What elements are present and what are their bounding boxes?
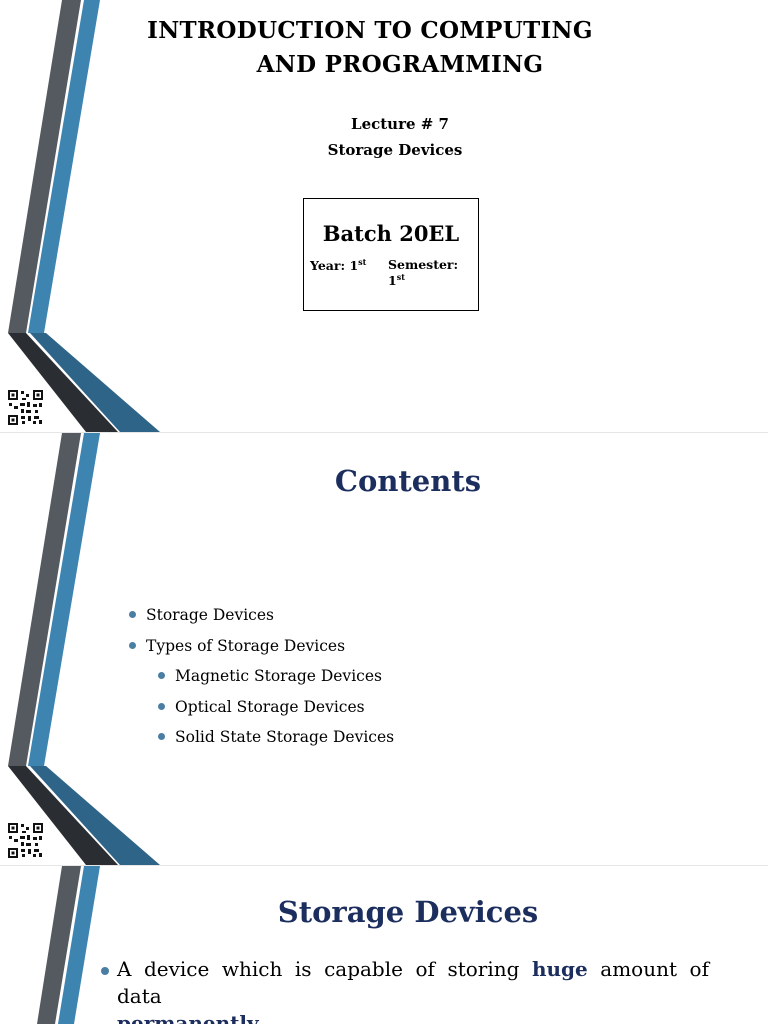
contents-title: Contents	[334, 464, 482, 498]
lecture-number: Lecture # 7	[351, 115, 449, 133]
list-item: Solid State Storage Devices	[128, 725, 394, 756]
contents-list: Storage Devices Types of Storage Devices…	[128, 603, 394, 756]
slide-title: INTRODUCTION TO COMPUTING AND PROGRAMMIN…	[0, 0, 768, 432]
course-title-line2: AND PROGRAMMING	[256, 51, 544, 78]
slide-storage-devices: Storage Devices A device which is capabl…	[0, 866, 768, 1024]
batch-semester: Semester: 1st	[388, 257, 459, 289]
list-item: Magnetic Storage Devices	[128, 664, 394, 695]
slide-divider	[0, 865, 768, 866]
bullet-dot-icon	[129, 641, 136, 649]
bullet-dot-icon	[101, 967, 109, 975]
list-item: Storage Devices	[128, 603, 394, 634]
bullet-dot-icon	[129, 611, 136, 618]
lecture-topic: Storage Devices	[327, 141, 463, 159]
batch-info-box: Batch 20EL Year: 1st Semester: 1st	[303, 198, 479, 311]
storage-definition-line2: data	[117, 984, 162, 1008]
slide-divider	[0, 432, 768, 433]
course-title: INTRODUCTION TO COMPUTING AND PROGRAMMIN…	[110, 14, 630, 82]
list-item: Types of Storage Devices	[128, 634, 394, 665]
slide-decoration	[37, 866, 100, 1024]
bullet-dot-icon	[158, 702, 165, 710]
slide-contents: Contents Storage Devices Types of Storag…	[0, 433, 768, 865]
storage-definition-line1: A device which is capable of storing hug…	[117, 957, 709, 981]
qr-code-icon	[7, 822, 44, 859]
list-item: Optical Storage Devices	[128, 695, 394, 726]
bullet-dot-icon	[158, 672, 165, 679]
storage-definition-highlight: permanently	[117, 1011, 259, 1024]
slide-decoration	[8, 0, 160, 432]
qr-code-icon	[7, 389, 44, 426]
slide-decoration	[8, 433, 160, 865]
batch-title: Batch 20EL	[322, 221, 460, 246]
bullet-dot-icon	[158, 733, 165, 740]
batch-year: Year: 1st	[310, 257, 367, 274]
course-title-line1: INTRODUCTION TO COMPUTING	[147, 17, 593, 44]
storage-devices-title: Storage Devices	[277, 895, 539, 929]
